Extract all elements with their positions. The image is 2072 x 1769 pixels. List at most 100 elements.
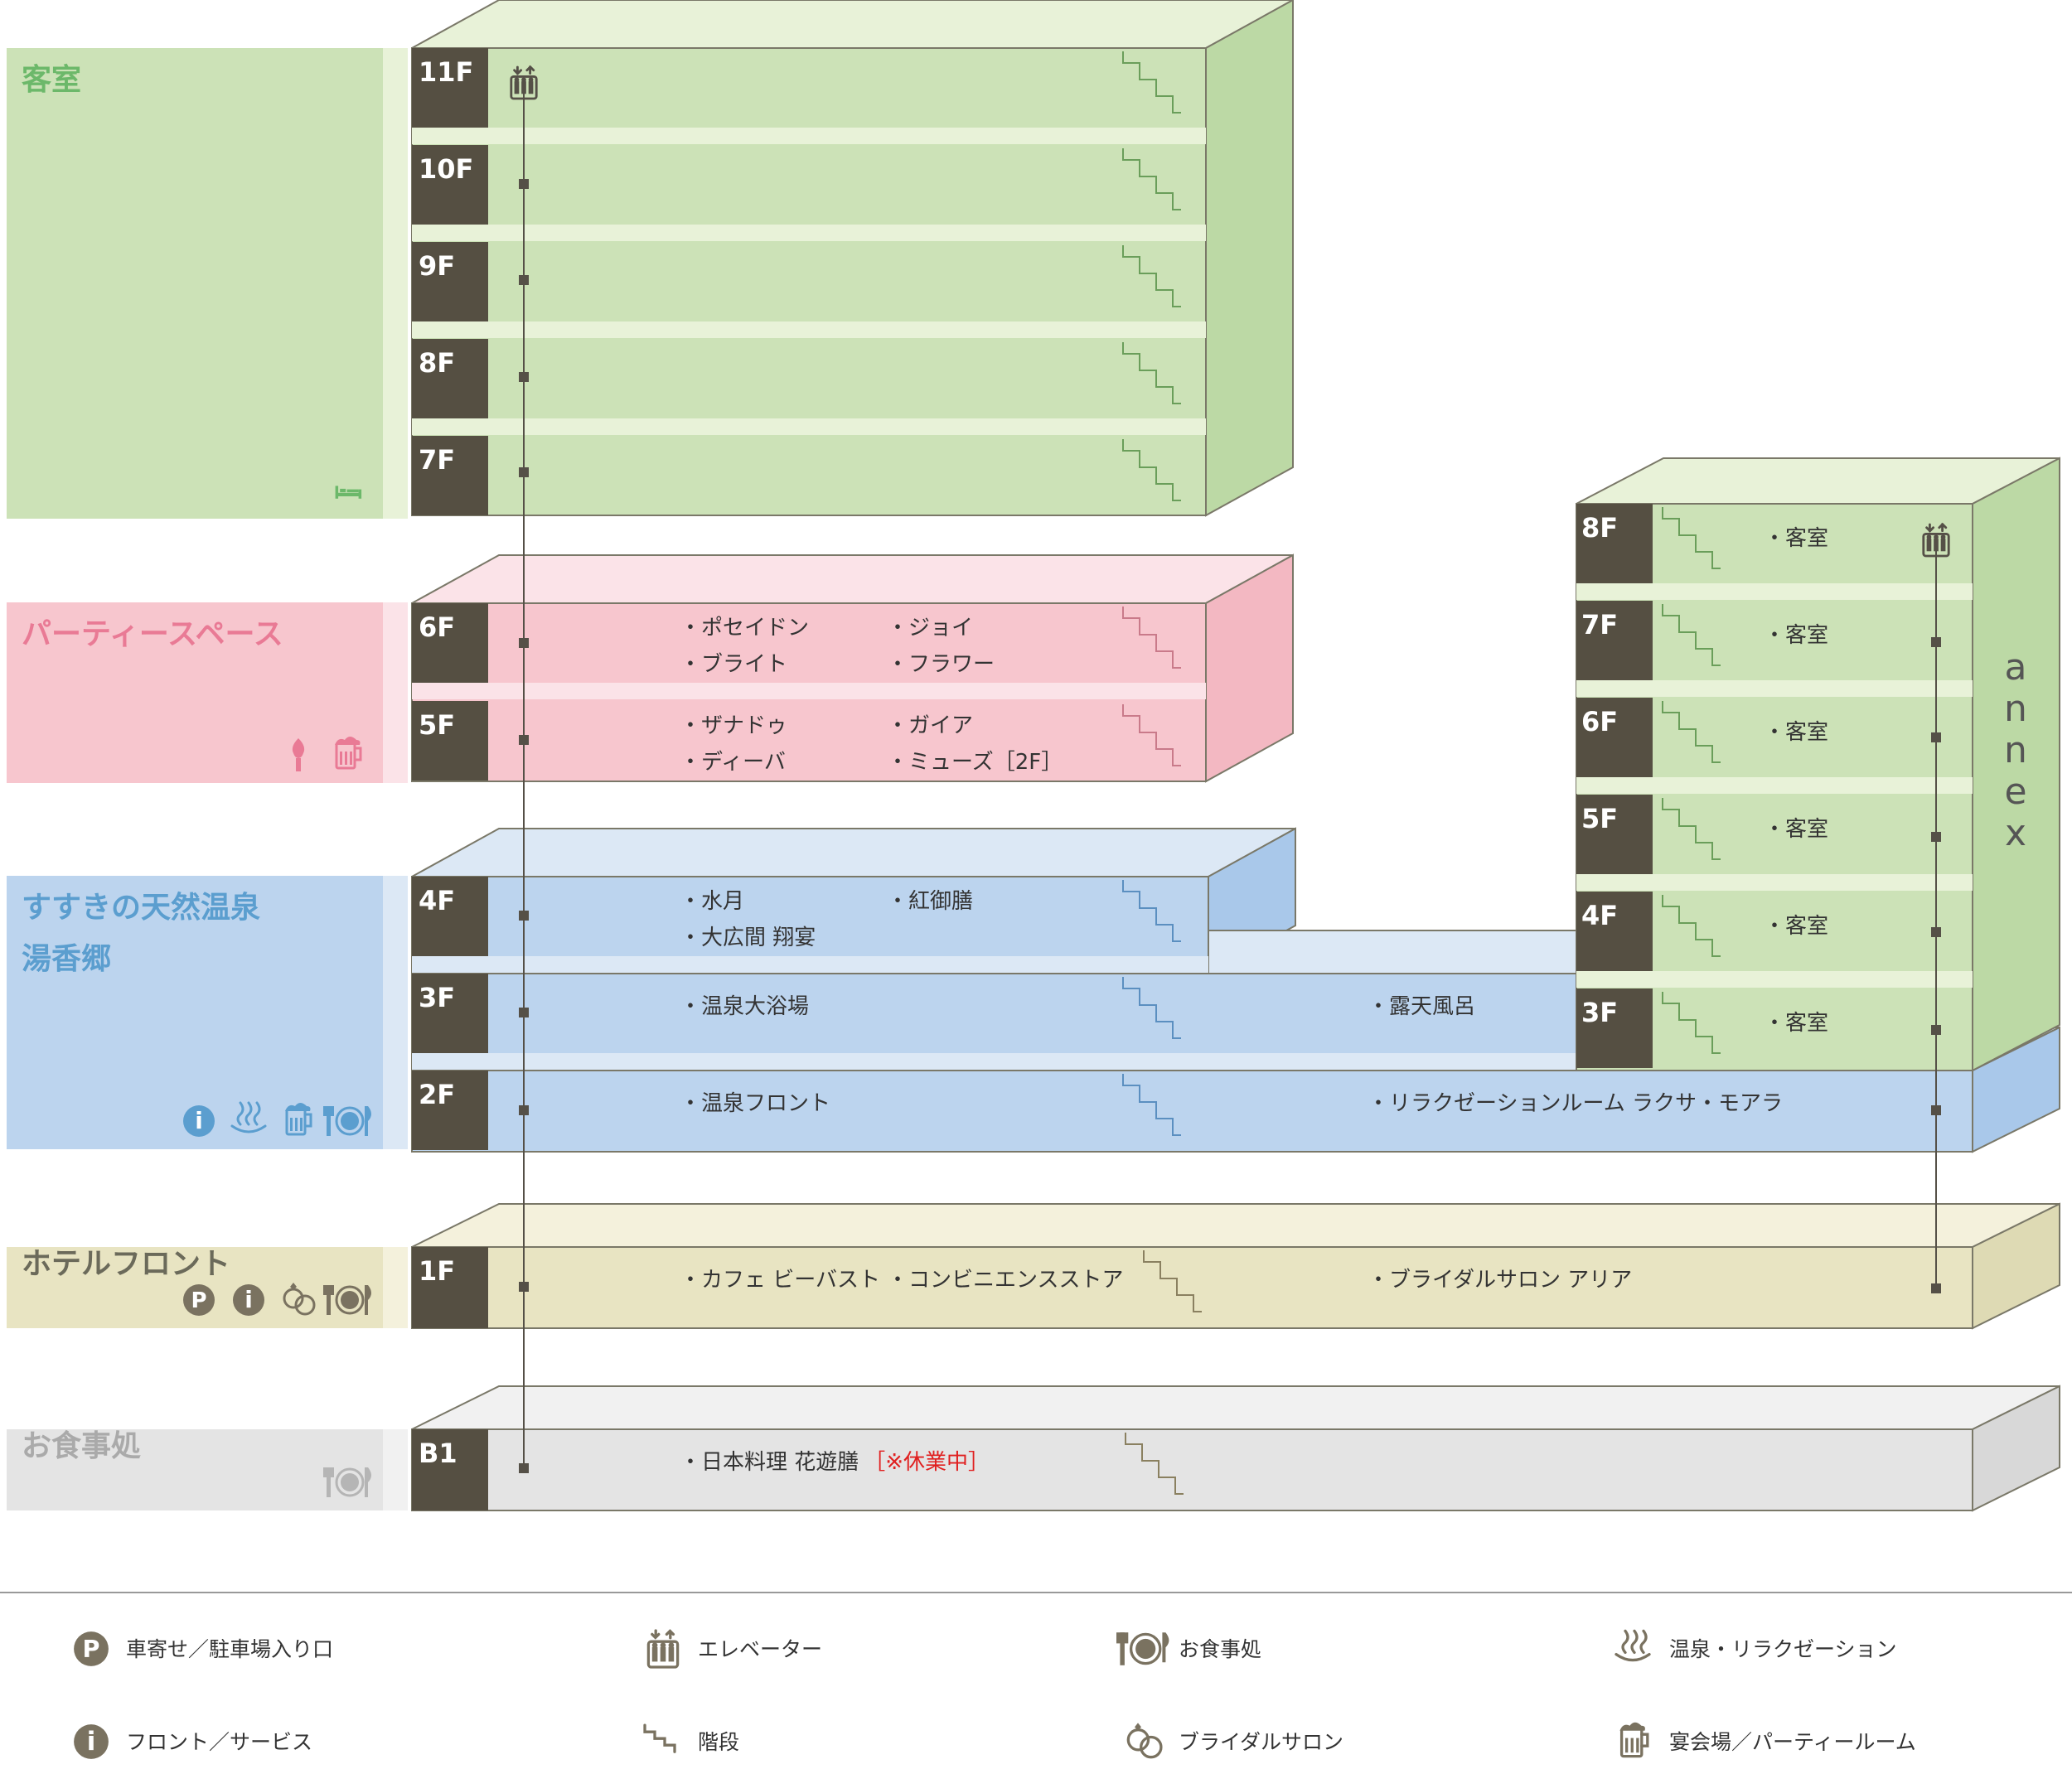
floor-label: 9F [419,250,455,282]
floor-row-4F: 4F・水月・大広間 翔宴・紅御膳 [412,877,1208,973]
floor-tab [1576,504,1653,583]
block-front-face [411,47,1207,516]
legend-label: フロント／サービス [126,1730,312,1754]
category-panel-edge [383,48,408,519]
category-panel-edge [383,1429,408,1510]
dining-icon [323,1467,371,1497]
annex-floor-3F: 3F・客室 [1576,988,1828,1068]
stairs-icon [1122,977,1181,1039]
floor-separator [412,128,1206,144]
room-name: ・コンビニエンスストア [887,1268,1123,1293]
floor-separator [1576,777,1973,794]
block-top-face [411,0,1294,49]
stairs-icon [1662,992,1721,1054]
room-name: ・客室 [1764,720,1828,745]
floor-tab [412,1429,488,1510]
block-spa-upper [411,827,1296,975]
annex-floor-5F: 5F ・客室 [1576,795,1973,891]
svg-text:P: P [83,1635,100,1663]
room-name: ・ブライト [680,652,787,677]
hot-spring-icon [230,1101,267,1133]
elevator-stop [1931,1105,1941,1115]
stairs-icon [1122,607,1181,669]
legend-item: P 車寄せ／駐車場入り口 [74,1631,333,1666]
legend-item: ブライダルサロン [1126,1723,1343,1759]
floor-separator [1576,874,1973,891]
elevator-icon [510,65,538,100]
floor-tab [412,48,488,128]
elevator-stop [519,1463,529,1473]
room-name: ・紅御膳 [887,889,973,914]
floor-label: 5F [1581,803,1618,834]
beer-mug-icon [1619,1722,1649,1758]
floor-label: 1F [419,1255,455,1287]
floor-tab [412,877,488,956]
block-guest-rooms [411,0,1294,517]
room-name: ・ポセイドン [680,616,809,640]
room-name: ・客室 [1764,817,1828,842]
floor-tab [1576,892,1653,971]
elevator-stop [519,275,529,285]
floor-tab [412,1071,488,1150]
category-title: 客室 [22,63,81,97]
floor-tab [412,436,488,515]
svg-text:i: i [244,1286,253,1313]
legend-label: お食事処 [1179,1637,1261,1661]
block-top-face [411,1203,2060,1248]
bed-icon [335,486,362,499]
legend-item: 宴会場／パーティールーム [1619,1722,1916,1758]
block-top-face [411,828,1296,877]
floor-label: 6F [419,611,455,643]
stairs-icon [1122,148,1181,210]
floor-separator [1576,680,1973,697]
elevator-stop [519,179,529,189]
closed-note: ［※休業中］ [864,1450,990,1475]
floor-row-3F: 3F・温泉大浴場・露天風呂 [412,974,1576,1070]
elevator-stop [1931,637,1941,647]
elevator-icon [646,1629,680,1669]
floor-separator [412,956,1208,973]
room-name: ・ガイア [887,713,973,738]
legend-item: i フロント／サービス [74,1724,312,1759]
svg-text:P: P [191,1288,206,1313]
legend-label: 階段 [698,1730,739,1754]
annex-floor-4F: 4F・客室 [1576,892,1973,988]
floor-row-7F: 7F [412,436,1181,515]
annex-floor-8F: 8F・客室 [1576,504,1973,600]
legend-item: エレベーター [646,1629,822,1669]
elevator-stop [1931,732,1941,742]
room-name: ・フラワー [887,652,995,677]
annex-letter: n [2004,688,2027,730]
floor-row-5F: 5F・ザナドゥ・ディーバ・ガイア・ミューズ［2F］ [412,701,1181,781]
block-front [411,1202,2060,1330]
room-name: ・ザナドゥ [680,713,787,738]
room-name: ・ジョイ [887,616,973,640]
category-panel-spa [7,876,383,1149]
legend-label: 車寄せ／駐車場入り口 [126,1637,333,1661]
floor-label: 6F [1581,706,1618,737]
stairs-icon [1122,439,1181,501]
room-name: ・客室 [1764,623,1828,648]
category-subtitle: 湯香郷 [22,942,111,976]
dining-icon [1116,1632,1169,1665]
block-side-face [1205,0,1294,517]
legend-label: ブライダルサロン [1179,1730,1343,1754]
svg-text:i: i [87,1727,96,1757]
floor-separator [412,418,1206,435]
legend-item: 階段 [643,1723,739,1754]
legend-label: 宴会場／パーティールーム [1669,1730,1916,1754]
floor-label: 4F [419,885,455,916]
floor-row-11F: 11F [412,48,1206,144]
floor-tab [412,603,488,683]
block-front-face [411,1070,1973,1153]
elevator-stop [519,638,529,648]
room-name: ・客室 [1764,914,1828,939]
floor-label: 8F [1581,512,1618,544]
hot-spring-icon [1615,1629,1651,1662]
dining-icon [323,1285,371,1315]
floor-separator [412,683,1206,699]
room-name: ・日本料理 花遊膳［※休業中］ [680,1450,990,1475]
info-icon: i [183,1105,215,1137]
